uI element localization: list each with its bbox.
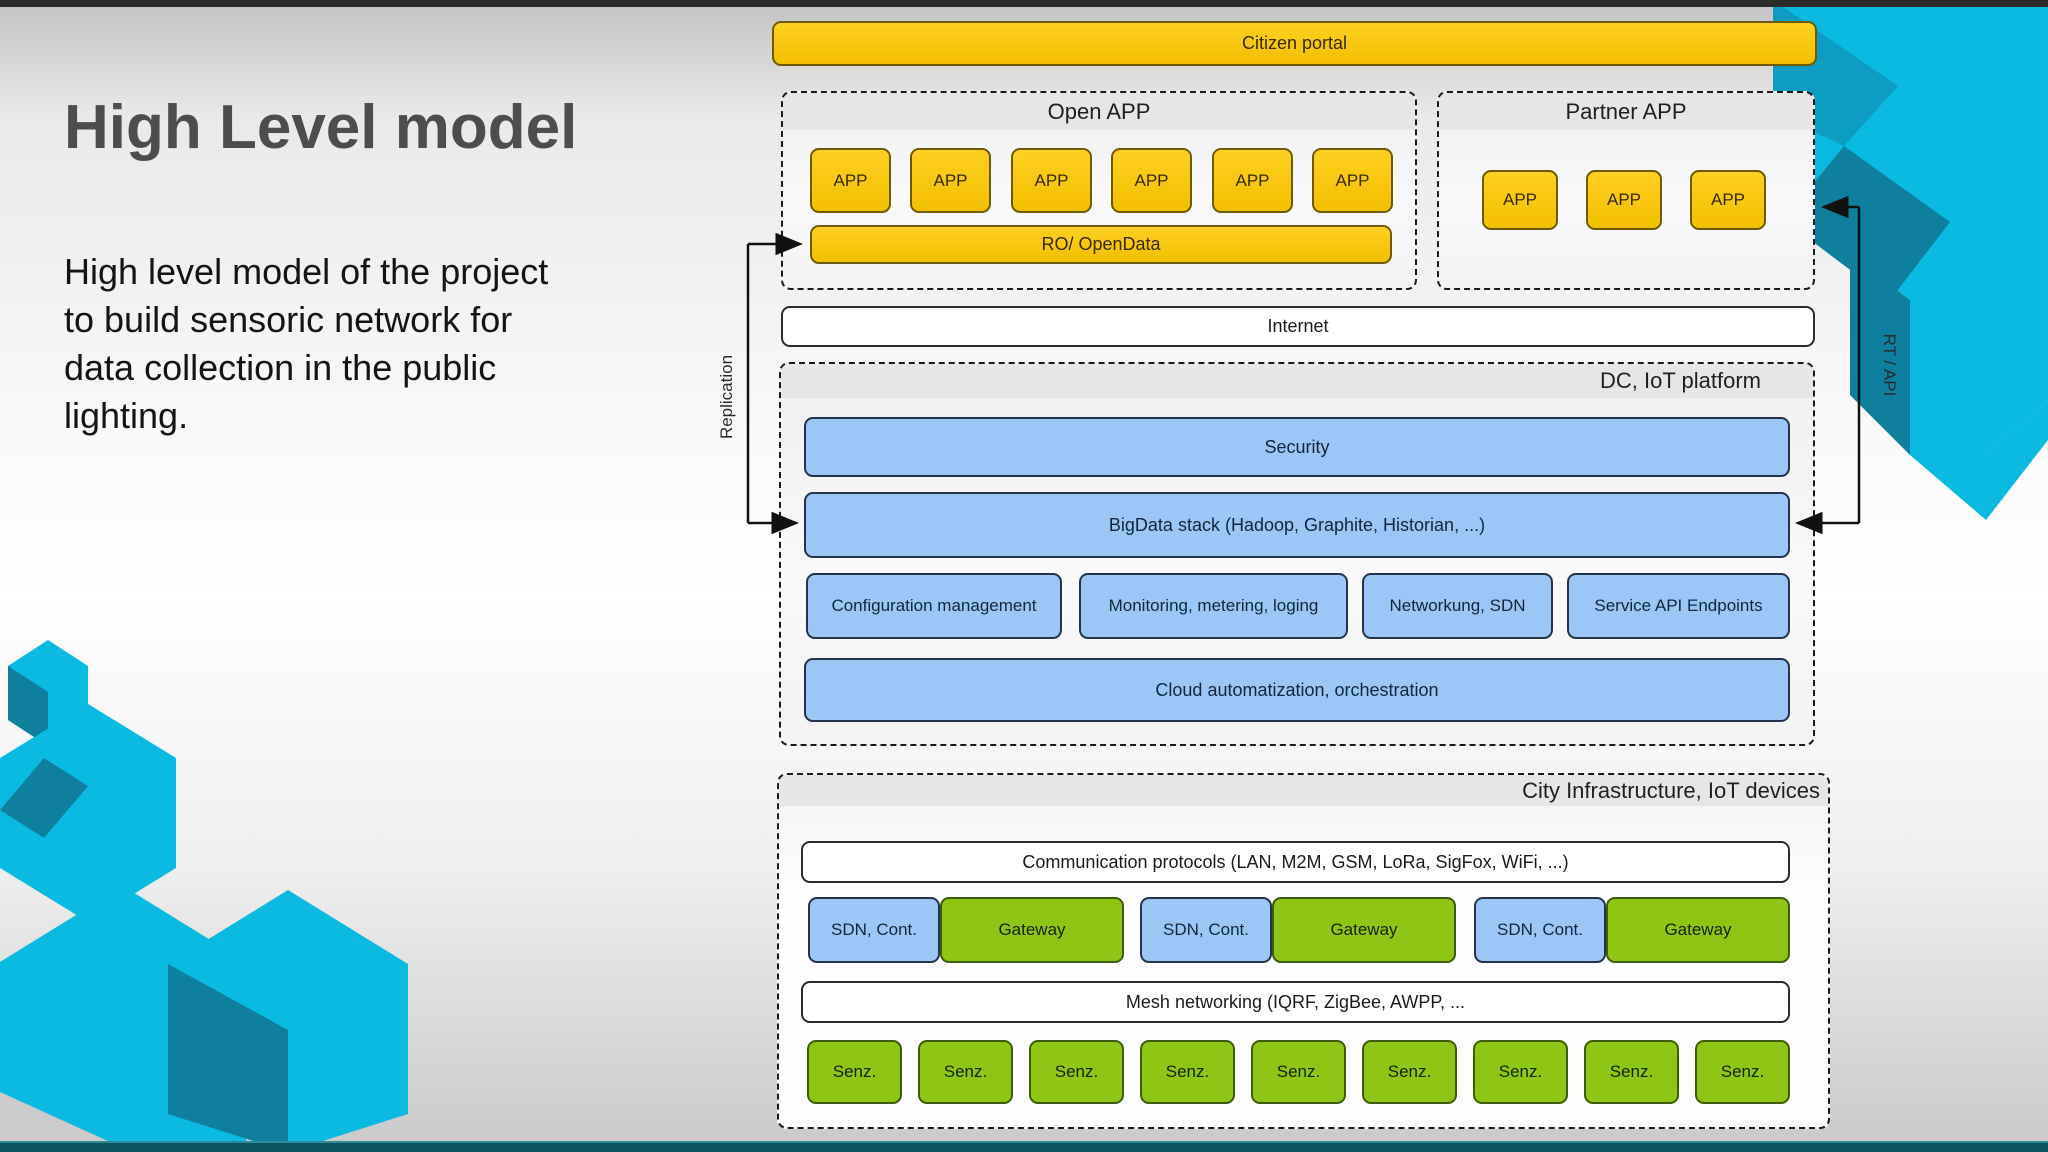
service-box-networking: Networkung, SDN — [1362, 573, 1553, 639]
open-app-title: Open APP — [1047, 98, 1151, 124]
cloud-automatization-bar: Cloud automatization, orchestration — [804, 658, 1790, 722]
gateway-box: Gateway — [1606, 897, 1790, 963]
internet-label: Internet — [1267, 316, 1329, 336]
bottom-edge-bar — [0, 1141, 2048, 1152]
communication-protocols-label: Communication protocols (LAN, M2M, GSM, … — [1022, 851, 1569, 872]
partner-app-title: Partner APP — [1565, 98, 1687, 124]
security-label: Security — [1264, 436, 1330, 457]
dc-iot-header: DC, IoT platform — [781, 364, 1813, 398]
sensor-box: Senz. — [807, 1040, 902, 1104]
app-label: APP — [833, 170, 868, 190]
app-label: APP — [933, 170, 968, 190]
sensor-box: Senz. — [1251, 1040, 1346, 1104]
sensor-label: Senz. — [1276, 1062, 1321, 1081]
open-app-box: APP — [810, 148, 891, 213]
rt-api-label: RT / API — [1880, 333, 1899, 397]
body-line: data collection in the public — [64, 347, 497, 388]
sensor-label: Senz. — [1165, 1062, 1210, 1081]
service-box-configuration: Configuration management — [806, 573, 1062, 639]
open-app-box: APP — [1011, 148, 1092, 213]
bigdata-stack-label: BigData stack (Hadoop, Graphite, Histori… — [1108, 514, 1486, 535]
app-label: APP — [1710, 190, 1746, 209]
sensor-box: Senz. — [1695, 1040, 1790, 1104]
sensor-box: Senz. — [1473, 1040, 1568, 1104]
ro-opendata-label: RO/ OpenData — [1041, 234, 1161, 254]
city-infrastructure-title: City Infrastructure, IoT devices — [1522, 777, 1820, 803]
sensor-label: Senz. — [1720, 1062, 1765, 1081]
open-app-box: APP — [1111, 148, 1192, 213]
sdn-label: SDN, Cont. — [831, 920, 917, 939]
partner-app-box: APP — [1586, 170, 1662, 230]
sensor-box: Senz. — [1029, 1040, 1124, 1104]
app-label: APP — [1134, 170, 1169, 190]
replication-label: Replication — [717, 354, 736, 440]
mesh-networking-bar: Mesh networking (IQRF, ZigBee, AWPP, ... — [801, 981, 1790, 1023]
communication-protocols-bar: Communication protocols (LAN, M2M, GSM, … — [801, 841, 1790, 883]
open-app-box: APP — [910, 148, 991, 213]
citizen-portal-label: Citizen portal — [1241, 33, 1348, 53]
page-title: High Level model — [64, 93, 578, 162]
sensor-box: Senz. — [918, 1040, 1013, 1104]
sdn-controller-box: SDN, Cont. — [1474, 897, 1606, 963]
sdn-controller-box: SDN, Cont. — [808, 897, 940, 963]
partner-app-box: APP — [1690, 170, 1766, 230]
sdn-label: SDN, Cont. — [1497, 920, 1583, 939]
mesh-networking-label: Mesh networking (IQRF, ZigBee, AWPP, ... — [1125, 991, 1466, 1012]
sensor-label: Senz. — [943, 1062, 988, 1081]
citizen-portal-bar: Citizen portal — [772, 21, 1817, 66]
body-line: lighting. — [64, 395, 189, 436]
gateway-label: Gateway — [998, 920, 1066, 939]
app-label: APP — [1235, 170, 1270, 190]
service-box-label: Networkung, SDN — [1389, 596, 1526, 615]
service-box-label: Configuration management — [831, 596, 1037, 615]
app-label: APP — [1502, 190, 1538, 209]
sensor-label: Senz. — [1387, 1062, 1432, 1081]
service-box-label: Service API Endpoints — [1594, 596, 1763, 615]
sensor-label: Senz. — [1609, 1062, 1654, 1081]
gateway-box: Gateway — [1272, 897, 1456, 963]
city-infrastructure-header: City Infrastructure, IoT devices — [779, 775, 1828, 806]
security-bar: Security — [804, 417, 1790, 477]
app-label: APP — [1335, 170, 1370, 190]
decor-cubes-top-right — [1773, 0, 2048, 520]
open-app-box: APP — [1212, 148, 1293, 213]
service-box-label: Monitoring, metering, loging — [1108, 596, 1319, 615]
bigdata-stack-bar: BigData stack (Hadoop, Graphite, Histori… — [804, 492, 1790, 558]
service-box-monitoring: Monitoring, metering, loging — [1079, 573, 1348, 639]
top-edge-strip — [0, 0, 2048, 7]
decor-cubes-bottom-left — [0, 640, 408, 1152]
app-label: APP — [1606, 190, 1642, 209]
body-line: High level model of the project — [64, 251, 549, 292]
ro-opendata-bar: RO/ OpenData — [810, 225, 1392, 264]
partner-app-header: Partner APP — [1439, 93, 1813, 130]
gateway-label: Gateway — [1330, 920, 1398, 939]
sdn-controller-box: SDN, Cont. — [1140, 897, 1272, 963]
app-label: APP — [1034, 170, 1069, 190]
gateway-label: Gateway — [1664, 920, 1732, 939]
cloud-automatization-label: Cloud automatization, orchestration — [1155, 679, 1439, 700]
sensor-box: Senz. — [1362, 1040, 1457, 1104]
sensor-label: Senz. — [832, 1062, 877, 1081]
sdn-label: SDN, Cont. — [1163, 920, 1249, 939]
service-box-api-endpoints: Service API Endpoints — [1567, 573, 1790, 639]
open-app-box: APP — [1312, 148, 1393, 213]
sensor-label: Senz. — [1498, 1062, 1543, 1081]
body-line: to build sensoric network for — [64, 299, 513, 340]
gateway-box: Gateway — [940, 897, 1124, 963]
slide-body-text: High level model of the project to build… — [64, 248, 548, 440]
dc-iot-title: DC, IoT platform — [1600, 368, 1761, 393]
sensor-box: Senz. — [1140, 1040, 1235, 1104]
sensor-box: Senz. — [1584, 1040, 1679, 1104]
open-app-header: Open APP — [783, 93, 1415, 130]
internet-bar: Internet — [781, 306, 1815, 347]
partner-app-box: APP — [1482, 170, 1558, 230]
sensor-label: Senz. — [1054, 1062, 1099, 1081]
